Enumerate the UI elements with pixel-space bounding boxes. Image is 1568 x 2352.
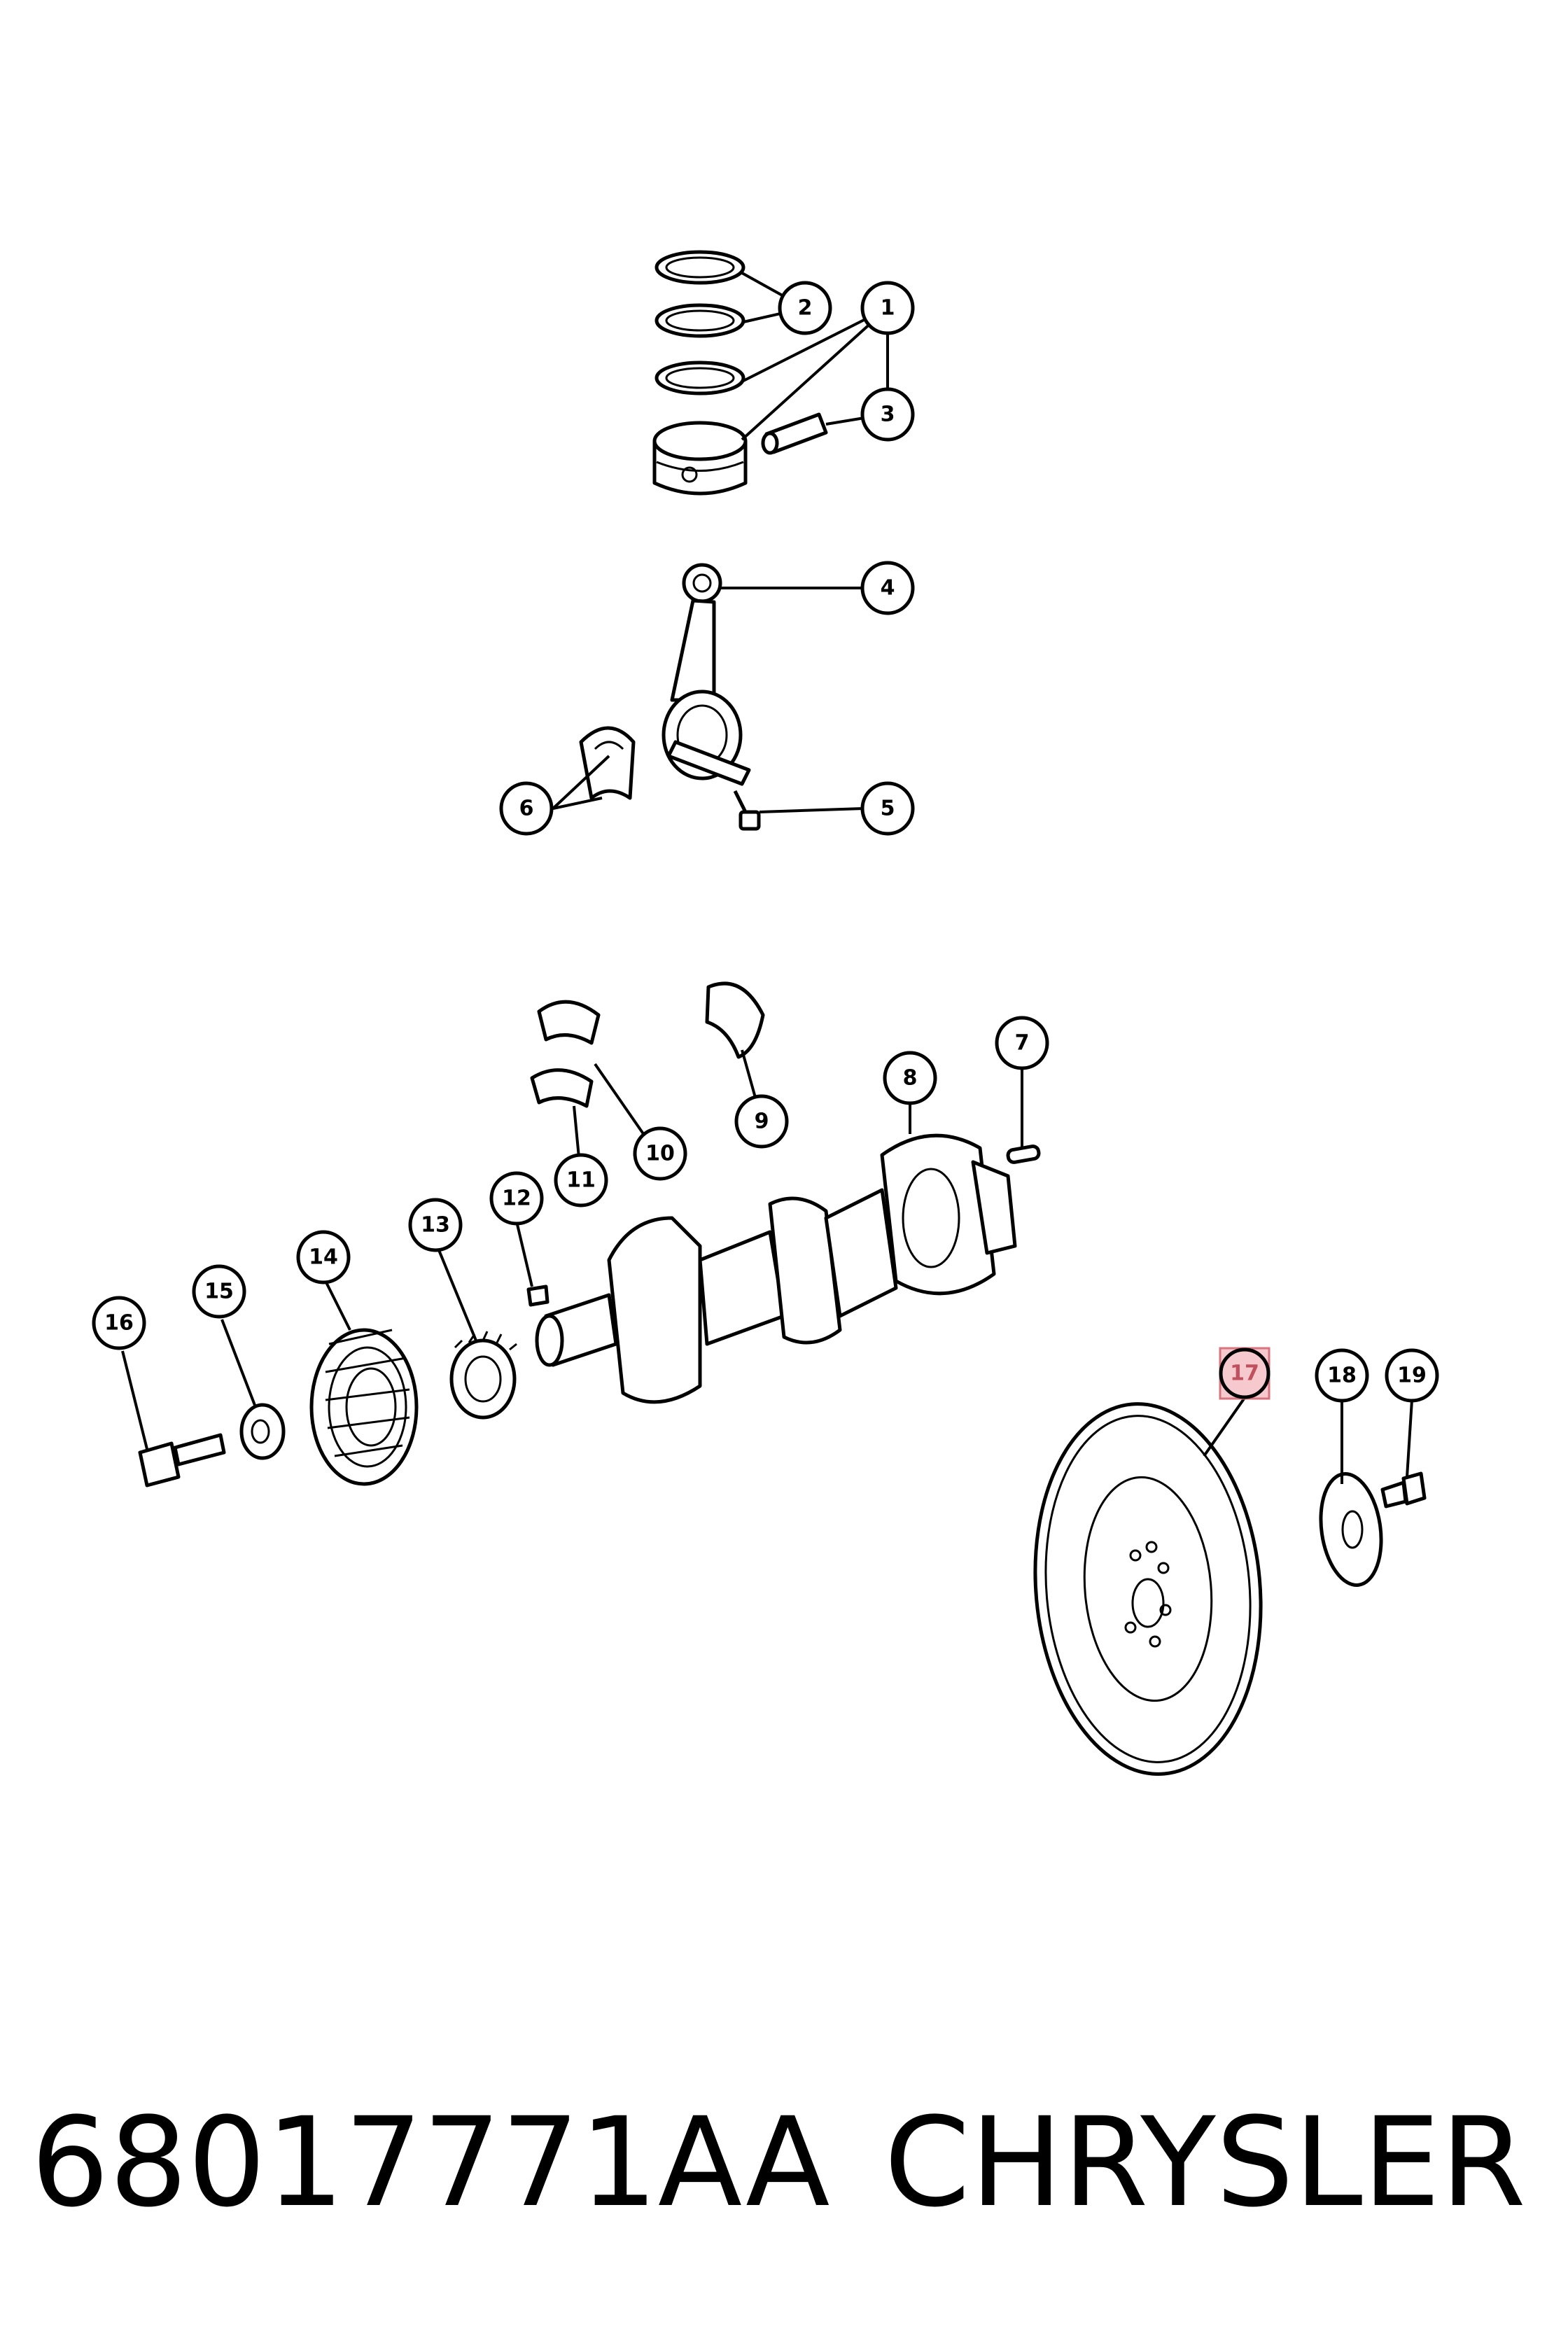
main-bearing-upper bbox=[530, 1000, 601, 1108]
flexplate-bolt bbox=[1380, 1471, 1427, 1508]
callout-9: 9 bbox=[734, 1094, 789, 1149]
callout-11: 11 bbox=[554, 1153, 608, 1208]
rod-bolt bbox=[733, 790, 761, 831]
callout-1: 1 bbox=[860, 281, 915, 335]
dowel-pin bbox=[1006, 1144, 1041, 1164]
svg-text:14: 14 bbox=[309, 1245, 338, 1270]
callout-19: 19 bbox=[1385, 1348, 1439, 1403]
part-number: 68017771AA bbox=[31, 2091, 830, 2234]
vibration-damper bbox=[309, 1328, 419, 1486]
callout-7: 7 bbox=[995, 1016, 1049, 1070]
svg-text:1: 1 bbox=[881, 296, 895, 321]
svg-text:5: 5 bbox=[881, 797, 895, 821]
callout-10: 10 bbox=[633, 1126, 687, 1181]
svg-text:16: 16 bbox=[104, 1311, 134, 1336]
svg-text:17: 17 bbox=[1230, 1362, 1259, 1386]
damper-washer bbox=[239, 1403, 286, 1460]
svg-text:12: 12 bbox=[502, 1186, 531, 1211]
leader-lines bbox=[121, 272, 1413, 1484]
svg-text:15: 15 bbox=[204, 1280, 234, 1304]
callout-2: 2 bbox=[778, 281, 832, 335]
svg-text:6: 6 bbox=[519, 797, 534, 821]
thrust-washer bbox=[705, 981, 765, 1059]
callout-3: 3 bbox=[860, 387, 915, 442]
crankshaft bbox=[535, 1133, 1017, 1404]
connecting-rod bbox=[662, 563, 751, 786]
svg-text:18: 18 bbox=[1327, 1364, 1357, 1388]
callout-16: 16 bbox=[92, 1296, 146, 1350]
svg-text:3: 3 bbox=[881, 402, 895, 427]
callout-15: 15 bbox=[192, 1264, 246, 1319]
flexplate bbox=[1033, 1402, 1263, 1776]
crank-sprocket bbox=[449, 1331, 517, 1420]
damper-bolt bbox=[138, 1433, 226, 1488]
callouts: 1 2 3 4 5 6 7 8 9 10 11 12 13 14 15 16 1… bbox=[92, 281, 1439, 1403]
flexplate-spacer bbox=[1319, 1472, 1383, 1587]
callout-18: 18 bbox=[1315, 1348, 1369, 1403]
piston-rings bbox=[654, 250, 746, 396]
piston bbox=[652, 421, 748, 496]
svg-text:4: 4 bbox=[881, 576, 895, 601]
brand-name: CHRYSLER bbox=[883, 2091, 1526, 2234]
svg-text:7: 7 bbox=[1015, 1031, 1030, 1056]
callout-13: 13 bbox=[408, 1198, 463, 1252]
svg-text:13: 13 bbox=[421, 1213, 450, 1238]
callout-6: 6 bbox=[499, 781, 554, 836]
callout-12: 12 bbox=[489, 1171, 544, 1226]
callout-5: 5 bbox=[860, 781, 915, 836]
callout-4: 4 bbox=[860, 561, 915, 615]
svg-text:10: 10 bbox=[645, 1142, 675, 1166]
woodruff-key bbox=[526, 1284, 550, 1307]
callout-8: 8 bbox=[883, 1051, 937, 1105]
svg-text:19: 19 bbox=[1397, 1364, 1427, 1388]
callout-14: 14 bbox=[296, 1230, 351, 1284]
svg-text:9: 9 bbox=[755, 1110, 769, 1134]
svg-text:11: 11 bbox=[566, 1168, 596, 1193]
piston-pin bbox=[761, 412, 828, 455]
svg-text:2: 2 bbox=[798, 296, 813, 321]
callout-17[interactable]: 17 bbox=[1219, 1347, 1270, 1400]
svg-text:8: 8 bbox=[903, 1066, 918, 1091]
rod-bearings bbox=[579, 726, 636, 800]
